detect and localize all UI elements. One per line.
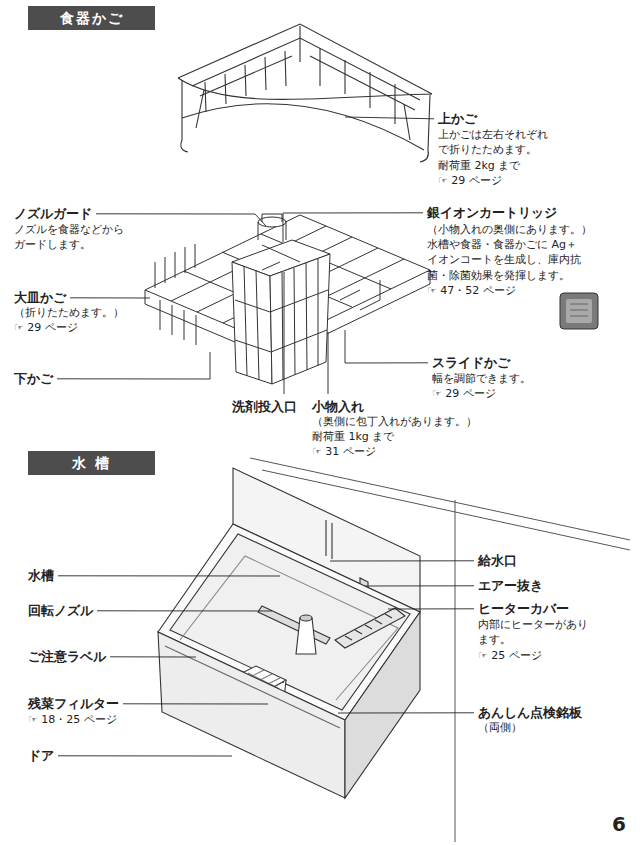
cartridge-icon <box>560 293 598 329</box>
tub <box>158 468 420 798</box>
section-band: 水 槽 <box>28 451 155 475</box>
leader-line <box>338 712 474 713</box>
part-note: 幅を調節できます。 <box>432 371 531 386</box>
part-name: 下かご <box>14 370 53 388</box>
section-title: 食器かご <box>60 11 124 25</box>
part-note: ☞ 29 ページ <box>14 320 78 335</box>
leader-line <box>283 213 423 242</box>
leader-line <box>57 352 210 379</box>
leader-line <box>328 332 329 394</box>
leader-line <box>58 575 280 576</box>
part-note: （折りたためます。） <box>14 305 124 320</box>
part-name: 回転ノズル <box>28 602 93 620</box>
part-note: ☞ 29 ページ <box>432 386 496 401</box>
part-name: 残菜フィルター <box>28 695 119 713</box>
leader-line <box>330 560 474 561</box>
leader-line <box>345 117 434 119</box>
leader-line <box>365 585 474 586</box>
part-note: 水槽や食器・食器かごに Ag＋イオンコートを生成し、庫内抗菌・除菌効果を発揮しま… <box>427 237 585 283</box>
leader-line <box>388 608 474 609</box>
section-band: 食器かご <box>28 6 155 30</box>
part-note: （小物入れの奥側にあります。） <box>427 222 592 237</box>
part-name: ヒーターカバー <box>478 600 569 618</box>
lower-basket <box>145 214 430 384</box>
leader-line <box>58 755 232 756</box>
part-note: 耐荷重 1kg まで <box>312 429 394 444</box>
part-note: ☞ 18・25 ページ <box>28 712 117 727</box>
part-note: 耐荷重 2kg まで <box>438 158 520 173</box>
part-note: （両側） <box>478 720 522 735</box>
part-note: ☞ 31 ページ <box>312 444 376 459</box>
part-name: エアー抜き <box>478 577 543 595</box>
part-name: 銀イオンカートリッジ <box>427 204 557 222</box>
page-number: 6 <box>612 810 626 838</box>
part-note: ☞ 47・52 ページ <box>427 283 516 298</box>
part-name: 大皿かご <box>14 289 66 307</box>
section-title: 水 槽 <box>72 456 111 470</box>
leader-line <box>123 703 268 704</box>
part-name: 小物入れ <box>312 398 364 416</box>
part-name: 給水口 <box>478 552 517 570</box>
part-name: あんしん点検銘板 <box>478 704 582 722</box>
part-name: ドア <box>28 747 54 765</box>
leader-line <box>70 297 150 298</box>
leader-line <box>345 330 428 363</box>
upper-basket <box>178 24 432 162</box>
part-name: スライドかご <box>432 354 510 372</box>
part-name: ノズルガード <box>14 205 92 223</box>
leader-line <box>284 272 285 394</box>
part-note: ノズルを食器などからガードします。 <box>14 222 132 253</box>
part-name: 水槽 <box>28 567 54 585</box>
part-note: 内部にヒーターがあります。 <box>478 617 596 648</box>
part-note: ☞ 29 ページ <box>438 173 502 188</box>
part-note: 上かごは左右それぞれで折りたためます。 <box>438 127 556 158</box>
part-name: ご注意ラベル <box>28 648 106 666</box>
part-note: （奥側に包丁入れがあります。） <box>312 414 477 429</box>
leader-line <box>110 656 196 657</box>
part-note: ☞ 25 ページ <box>478 648 542 663</box>
part-name: 洗剤投入口 <box>232 398 297 416</box>
part-name: 上かご <box>438 110 477 128</box>
leader-line <box>97 610 272 611</box>
